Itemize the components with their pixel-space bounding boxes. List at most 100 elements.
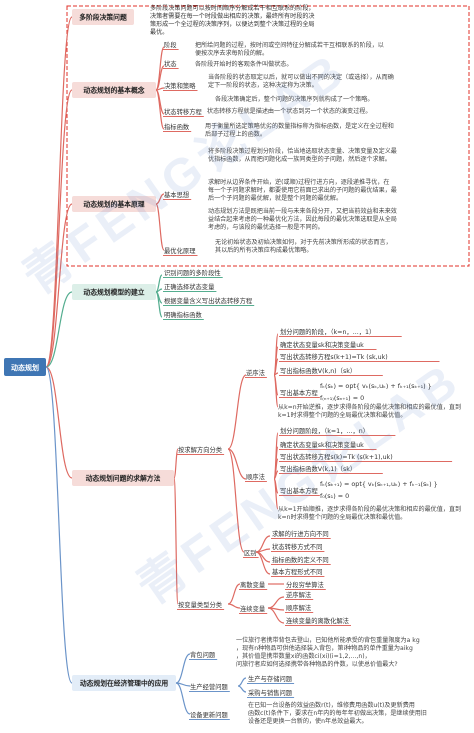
solve-connector (173, 477, 179, 605)
principle-connector (155, 193, 165, 205)
app-2: 生产经营问题 (190, 682, 228, 691)
method-2-step-2: 确定状态变量sk和决策变量uk (280, 440, 364, 449)
concept-3-note-2: 各段决策确定后，整个问题的决策序列就构成了一个策略。 (215, 95, 373, 103)
app-1-note: 问旅行者应如何选择携带各种物品的件数，以使总价值最大? (236, 660, 398, 668)
concept-3: 决策和策略 (164, 81, 196, 90)
app-3-note: 在已知一台设备的效益函数r(t)，维修费用函数u(t)及更新费用 (248, 701, 415, 709)
dashed-frame (66, 5, 470, 267)
app-connector (237, 677, 247, 687)
root-connector (45, 366, 73, 684)
step-connector (273, 478, 279, 510)
difference-connector (255, 551, 271, 575)
concept-4-note: 状态转移方程就是描述由一个状态到另一个状态的演变过程。 (207, 107, 372, 115)
method-1-step-5: 写出基本方程 (280, 388, 318, 397)
concept-4: 状态转移方程 (164, 107, 202, 116)
variable-discrete: 离散变量 (240, 580, 266, 589)
branch-node-4-label: 动态规划模型的建立 (83, 287, 144, 296)
root-connector (45, 291, 73, 368)
principle-1-note-3: 考虑的，与该段的最优选择一般是不同的。 (208, 223, 324, 231)
difference: 区别 (244, 548, 257, 557)
concept-connector (155, 46, 165, 91)
branch-node-4[interactable] (72, 284, 156, 300)
branch-1-note: 多阶段决策问题可以按时间顺序分解成若干相互联系的阶段， (150, 4, 315, 12)
method-1-step-3: 写出状态转移方程s(k+1)=Tk (sk,uk) (280, 352, 388, 361)
concept-5-note: 后部子过程上的函数。 (205, 130, 266, 138)
concept-connector (155, 89, 165, 130)
step-connector (273, 374, 279, 408)
principle-2-note: 无论初始状态及初始决策如何，对于先前决策所形成的状态而言， (215, 238, 392, 246)
branch-1-note: 策形成一个全过程的决策序列，以便达到整个决策过程的全局 (150, 20, 315, 28)
method-1-note: 从k=n开始逆推，逐步求得各阶段的最优决策和相应的最优值，直到 (278, 403, 461, 411)
variable-continuous-method-1: 逆序解法 (286, 590, 311, 599)
app-3-note: 函数c(t)条件下，要求在n年内的每年年初做出决策，是继续使用旧 (248, 709, 427, 717)
concept-1: 阶段 (164, 40, 177, 49)
variable-discrete-method: 分段穷举算法 (286, 580, 324, 589)
concept-1-note: 把所给问题的过程，按时间或空间特征分解成若干互相联系的阶段，以 (195, 41, 384, 49)
difference-3: 指标函数的定义不同 (272, 555, 329, 564)
solve-connector (173, 448, 179, 479)
principle-1-note-3: 益结合起来考虑的一种最优化方法，因此每段的最优决策选取是从全局 (208, 215, 397, 223)
principle-1-note-2: 每一个子问题求解时，都要使用它前面已求出的子问题的最优结果，最 (208, 186, 397, 194)
root-node[interactable] (4, 358, 46, 376)
difference-2: 状态转移方式不同 (272, 542, 322, 551)
root-connector (45, 366, 73, 479)
principle-2: 最优化原理 (164, 246, 196, 255)
model-step-1: 识别问题的多阶段性 (164, 268, 221, 277)
method-1-formula-1: fₖ(sₖ) = opt{ vₖ(sₖ,uₖ) + fₖ₊₁(sₖ₊₁) } (320, 382, 432, 390)
method-2-step-1: 划分问题阶段，（k=1，...，n） (280, 426, 369, 435)
method-2-note: 从k=1开始顺推，逐步求得各阶段的最优决策和相应的最优值，直到 (278, 505, 461, 513)
model-step-3: 根据变量含义写出状态转移方程 (164, 296, 253, 305)
branch-1-note: 决策者需要在每一个时段做出相应的决策，最终所有时段的决 (150, 12, 315, 20)
model-connector (155, 291, 163, 318)
method-1-step-1: 划分问题的阶段，（k=n，...，1） (280, 327, 375, 336)
difference-1: 求解的行进方向不同 (272, 529, 329, 538)
root-connector (45, 203, 73, 368)
app-3-note: 设备还是更换一台新的，使n年总效益最大。 (248, 717, 368, 725)
concept-1-note: 便按次序去求每阶段的解。 (195, 49, 268, 57)
app-1-note: 一位旅行者携带背包去登山，已知他所能承受的背包重量限度为a kg (236, 636, 420, 644)
principle-connector (155, 203, 165, 251)
root-connector (45, 16, 73, 368)
method-2-step-4: 写出指标函数V(k,1)（sk） (280, 464, 356, 473)
variable-continuous: 连续变量 (240, 604, 266, 613)
method-connector (227, 448, 245, 553)
concept-2-note: 各阶段开始时的客观条件叫做状态。 (195, 60, 293, 68)
concept-3-note-1: 定下一阶段的状态，这种决定称为决策。 (208, 81, 318, 89)
concept-2: 状态 (164, 59, 177, 68)
principle-1: 基本思想 (164, 190, 189, 199)
app-connector (175, 682, 191, 715)
branch-node-3[interactable] (72, 196, 156, 212)
method-connector (227, 374, 247, 450)
branch-node-6[interactable] (72, 675, 176, 691)
method-2-formula-2: f₀(s₁) = 0 (320, 492, 349, 500)
app-1: 背包问题 (190, 650, 216, 659)
model-step-4: 明确指标函数 (164, 310, 202, 319)
principle-1-note-2: 求解时从边界条件开始，逆(或顺)过程行进方向，逐段递推寻优，在 (208, 178, 389, 186)
principle-1-note-1: 优指标函数，从而把问题化成一族同类型的子问题，然后逐个求解。 (208, 155, 391, 163)
app-1-note: ，其价值是携带数量xi的函数ci(xi)(i=1,2,…,n)， (236, 652, 371, 660)
concept-connector (155, 65, 165, 91)
method-2-step-3: 写出状态转移方程s(k)=Tk (s(k+1),uk) (280, 452, 393, 461)
root-node-label: 动态规划 (11, 363, 39, 372)
method-2-note: k=n时求得整个问题的全局最优决策和最优值。 (278, 513, 406, 521)
app-1-note: ，现有n种物品可供他选择装入背包，第i种物品的单件重量为aikg (236, 644, 413, 652)
method-1-step-2: 确定状态变量sk和决策变量uk (280, 340, 364, 349)
principle-1-note-3: 动态规划方法是既把当前一段与未来各段分开，又把当前效益和未来效 (208, 207, 397, 215)
principle-1-note-1: 将多阶段决策过程划分阶段，恰当地选取状态变量、决策变量及定义最 (208, 147, 397, 155)
app-2-item-2: 采购与销售问题 (248, 688, 293, 697)
branch-node-5[interactable] (72, 470, 174, 486)
branch-node-1[interactable] (72, 9, 134, 25)
method-1-step-4: 写出指标函数V(k,n)（sk） (280, 366, 356, 375)
app-connector (237, 685, 247, 693)
branch-node-2-label: 动态规划的基本概念 (83, 85, 144, 94)
variable-connector (227, 583, 241, 605)
model-step-2: 正确选择状态变量 (164, 282, 215, 291)
principle-2-note: 其以后的所有决策应构成最优策略。 (215, 246, 313, 254)
concept-5: 指标函数 (164, 122, 190, 131)
branch-node-2[interactable] (72, 82, 156, 98)
branch-node-6-label: 动态规划在经济管理中的应用 (80, 678, 169, 687)
branch-node-3-label: 动态规划的基本原理 (83, 199, 144, 208)
branch-node-5-label: 动态规划问题的求解方法 (86, 473, 161, 482)
app-connector (175, 653, 191, 684)
variable-connector (267, 596, 285, 609)
